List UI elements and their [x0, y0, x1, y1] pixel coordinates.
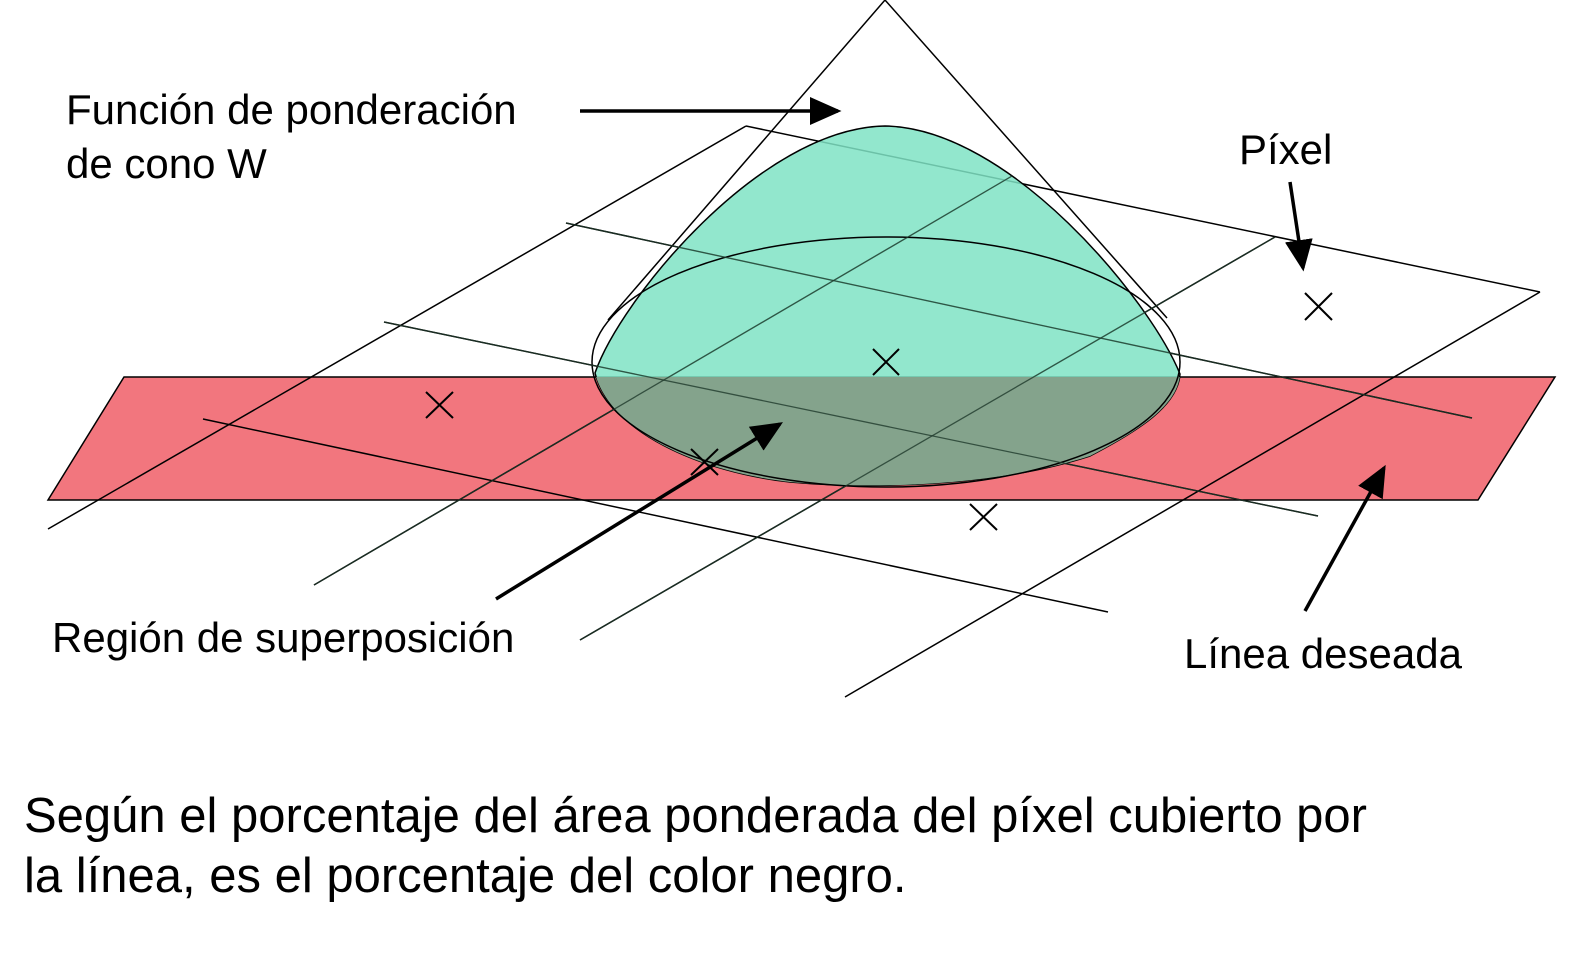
pixel-label: Píxel — [1239, 126, 1332, 173]
overlap-arrow — [495, 422, 783, 601]
desired-line-arrow — [1303, 464, 1386, 612]
caption: Según el porcentaje del área ponderada d… — [24, 786, 1569, 906]
cone-base-ellipse — [591, 236, 1181, 488]
cone-outline — [607, 0, 1168, 321]
weight-function-label-line1: Función de ponderación — [66, 86, 517, 133]
overlap-region-label: Región de superposición — [52, 614, 514, 661]
grid-line — [579, 236, 1276, 641]
weight-function-label-line2: de cono W — [66, 140, 267, 187]
arrows — [495, 97, 1386, 612]
pixel-center-mark — [969, 503, 998, 531]
grid-line — [202, 418, 1109, 613]
desired-line-label: Línea deseada — [1184, 630, 1463, 677]
grid-line — [313, 175, 1013, 586]
pixel-center-mark — [425, 391, 454, 419]
pixel-arrow — [1284, 181, 1313, 272]
caption-line-2: la línea, es el porcentaje del color neg… — [24, 849, 907, 903]
caption-line-1: Según el porcentaje del área ponderada d… — [24, 789, 1368, 843]
pixel-center-mark — [872, 348, 900, 376]
grid-line — [844, 291, 1541, 698]
grid-line — [383, 321, 1319, 517]
pixel-center-mark — [1304, 292, 1333, 321]
grid-line — [47, 125, 747, 530]
pixel-center-mark — [690, 448, 719, 476]
pixel-grid-overlay — [313, 175, 1473, 641]
pixel-centers — [425, 292, 1333, 531]
grid-line — [565, 222, 1473, 419]
